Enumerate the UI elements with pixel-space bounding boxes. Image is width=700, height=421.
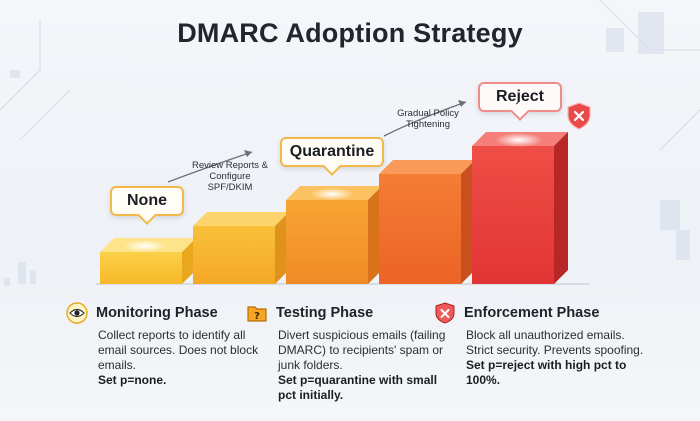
gradual-note: Gradual Policy Tightening xyxy=(397,108,459,130)
svg-text:?: ? xyxy=(254,311,260,322)
step-1 xyxy=(100,238,196,284)
step-5 xyxy=(472,132,568,284)
phase-title: Enforcement Phase xyxy=(464,305,600,321)
phase-title: Monitoring Phase xyxy=(96,305,218,321)
quarantine-callout: Quarantine xyxy=(280,137,384,167)
monitoring-phase: Monitoring Phase Collect reports to iden… xyxy=(66,302,276,388)
eye-icon xyxy=(66,302,88,324)
arrow-head-reject xyxy=(458,100,466,107)
shield-x-icon xyxy=(434,302,456,324)
step-4 xyxy=(379,160,475,284)
page-title: DMARC Adoption Strategy xyxy=(177,18,523,48)
phase-setting: Set p=quarantine with small pct initiall… xyxy=(278,373,438,402)
arrow-head-quarantine xyxy=(244,150,252,157)
phase-setting: Set p=reject with high pct to 100%. xyxy=(466,358,627,387)
phase-title: Testing Phase xyxy=(276,305,374,321)
arrow-to-quarantine xyxy=(167,151,253,183)
review-note: Review Reports & Configure SPF/DKIM xyxy=(191,160,269,193)
step-2 xyxy=(193,212,289,284)
phase-description: Divert suspicious emails (failing DMARC)… xyxy=(278,328,446,372)
phase-description: Collect reports to identify all email so… xyxy=(98,328,259,372)
phase-setting: Set p=none. xyxy=(98,373,167,387)
reject-callout: Reject xyxy=(478,82,562,112)
arrow-to-reject xyxy=(383,101,467,137)
phase-description: Block all unauthorized emails. Strict se… xyxy=(466,328,644,357)
none-callout: None xyxy=(110,186,184,216)
testing-phase: ? Testing Phase Divert suspicious emails… xyxy=(246,302,456,403)
folder-question-icon: ? xyxy=(246,302,268,324)
enforcement-phase: Enforcement Phase Block all unauthorized… xyxy=(434,302,644,388)
step-3 xyxy=(286,186,382,284)
